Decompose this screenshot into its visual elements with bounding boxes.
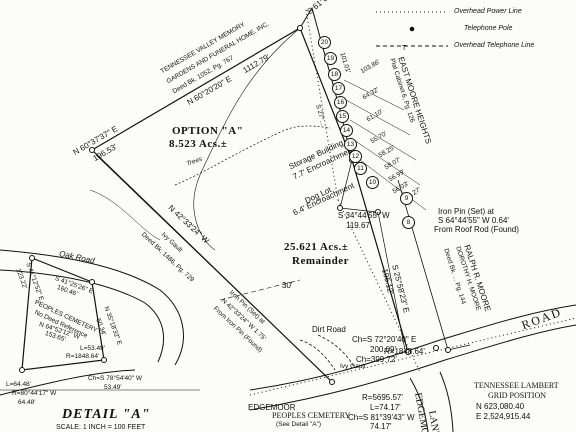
ivy-label: Ivy Gault — [340, 363, 366, 370]
dirt-road — [299, 339, 336, 371]
detail-scale: SCALE: 1 INCH = 100 FEET — [56, 424, 146, 431]
lot-number-17: 17 — [332, 82, 345, 95]
ch-bottom: Ch=S 81°39'43" W — [348, 413, 415, 422]
svg-text:T: T — [402, 45, 407, 52]
remainder-label: Remainder — [292, 255, 350, 267]
legend-telephone: Overhead Telephone Line — [454, 42, 535, 49]
road-edge-upper — [249, 304, 576, 391]
iron-pin-right-2: S 64°44'55" W 0.64' — [438, 216, 509, 225]
n-coord: N 623,080.40 — [476, 402, 525, 411]
detail-ch1: Ch=S 78°54'40" W — [88, 375, 143, 382]
option-a-acres: 8.523 Acs.± — [169, 138, 228, 150]
lot-number-14: 14 — [340, 124, 353, 137]
bearing-mid: S 34°44'55" W — [338, 211, 390, 220]
option-a-label: OPTION "A" — [172, 125, 244, 137]
lane-edge-1 — [409, 377, 429, 432]
option-line — [193, 27, 301, 251]
legend-power: Overhead Power Line — [454, 8, 522, 15]
boundary-west-inner — [95, 154, 329, 379]
see-detail: (See Detail "A") — [276, 421, 322, 428]
detail-l1: L=53.49' — [80, 345, 105, 352]
legend-pole: Telephone Pole — [464, 25, 513, 32]
ch-bearing: Ch=S 72°20'40" E — [352, 335, 417, 344]
r5695: R=5695.57' — [362, 393, 403, 402]
ch-309: Ch=399.72' — [356, 355, 397, 364]
dirt-road-2 — [317, 334, 356, 369]
lot-number-9: 9 — [400, 192, 413, 205]
lot-number-16: 16 — [334, 96, 347, 109]
detail-l2: L=64.48' — [6, 381, 31, 388]
thirty-ft: 30' — [282, 281, 293, 290]
lot-number-8: 8 — [402, 216, 415, 229]
r1848: R=1848.64' — [384, 347, 425, 356]
remainder-acres: 25.621 Acs.± — [284, 241, 349, 253]
lot-number-11: 11 — [354, 162, 367, 175]
lot-number-15: 15 — [336, 110, 349, 123]
detail-r2: R=80°44'17" W — [12, 390, 57, 397]
iron-pin-right-1: Iron Pin (Set) at — [438, 207, 495, 216]
lane-edge-2 — [439, 371, 454, 432]
dist-mid: 119.67' — [346, 221, 372, 230]
e-coord: E 2,524,915.44 — [476, 412, 531, 421]
telephone-pole-icon — [409, 26, 415, 32]
edgemoor-label: EDGEMOOR — [248, 403, 296, 412]
iron-pin-right-3: From Roof Rod (Found) — [434, 225, 519, 234]
lot-number-18: 18 — [328, 68, 341, 81]
tn-lambert: TENNESSEE LAMBERT — [474, 381, 559, 390]
option-a-boundary — [91, 27, 409, 353]
trees-edge — [174, 125, 331, 186]
ch-len: 200.09' — [370, 345, 396, 354]
lot-number-10: 10 — [366, 176, 379, 189]
east-lots-line — [299, 6, 353, 161]
detail-r1: R=1848.64' — [66, 353, 100, 360]
ch-bottom-2: 74.17' — [370, 422, 392, 431]
l7417: L=74.17' — [370, 403, 401, 412]
detail-ch1b: 53.49' — [104, 384, 122, 391]
lot-number-20: 20 — [318, 36, 331, 49]
detail-title: DETAIL "A" — [62, 407, 151, 422]
peoples-cemetery: PEOPLES CEMETERY — [272, 411, 351, 420]
lot-number-19: 19 — [324, 52, 337, 65]
detail-ch2: 64.48' — [18, 399, 36, 406]
road-edge-lower — [249, 324, 576, 411]
dirt-road-label: Dirt Road — [312, 325, 346, 334]
grid-position: GRID POSITION — [488, 391, 546, 400]
